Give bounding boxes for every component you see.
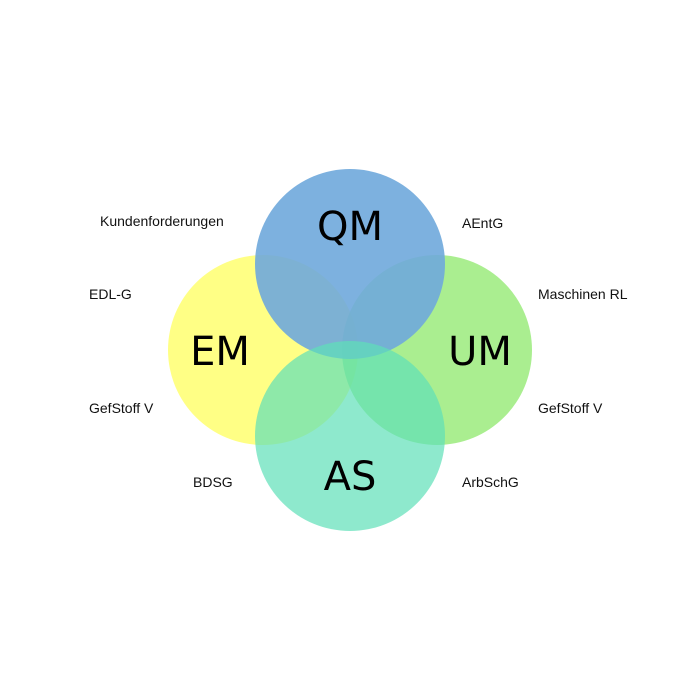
label-edl-g: EDL-G (89, 286, 132, 302)
label-arbschg: ArbSchG (462, 474, 519, 490)
label-kundenforderungen: Kundenforderungen (100, 213, 224, 229)
label-qm: QM (317, 204, 383, 250)
label-um: UM (448, 329, 512, 375)
label-as: AS (324, 454, 377, 500)
label-gefstoff-v-left: GefStoff V (89, 400, 154, 416)
label-em: EM (190, 329, 250, 375)
label-aentg: AEntG (462, 215, 504, 231)
circle-as (255, 341, 445, 531)
label-bdsg: BDSG (193, 474, 233, 490)
label-maschinen-rl: Maschinen RL (538, 286, 628, 302)
circle-qm (255, 169, 445, 359)
label-gefstoff-v-right: GefStoff V (538, 400, 603, 416)
